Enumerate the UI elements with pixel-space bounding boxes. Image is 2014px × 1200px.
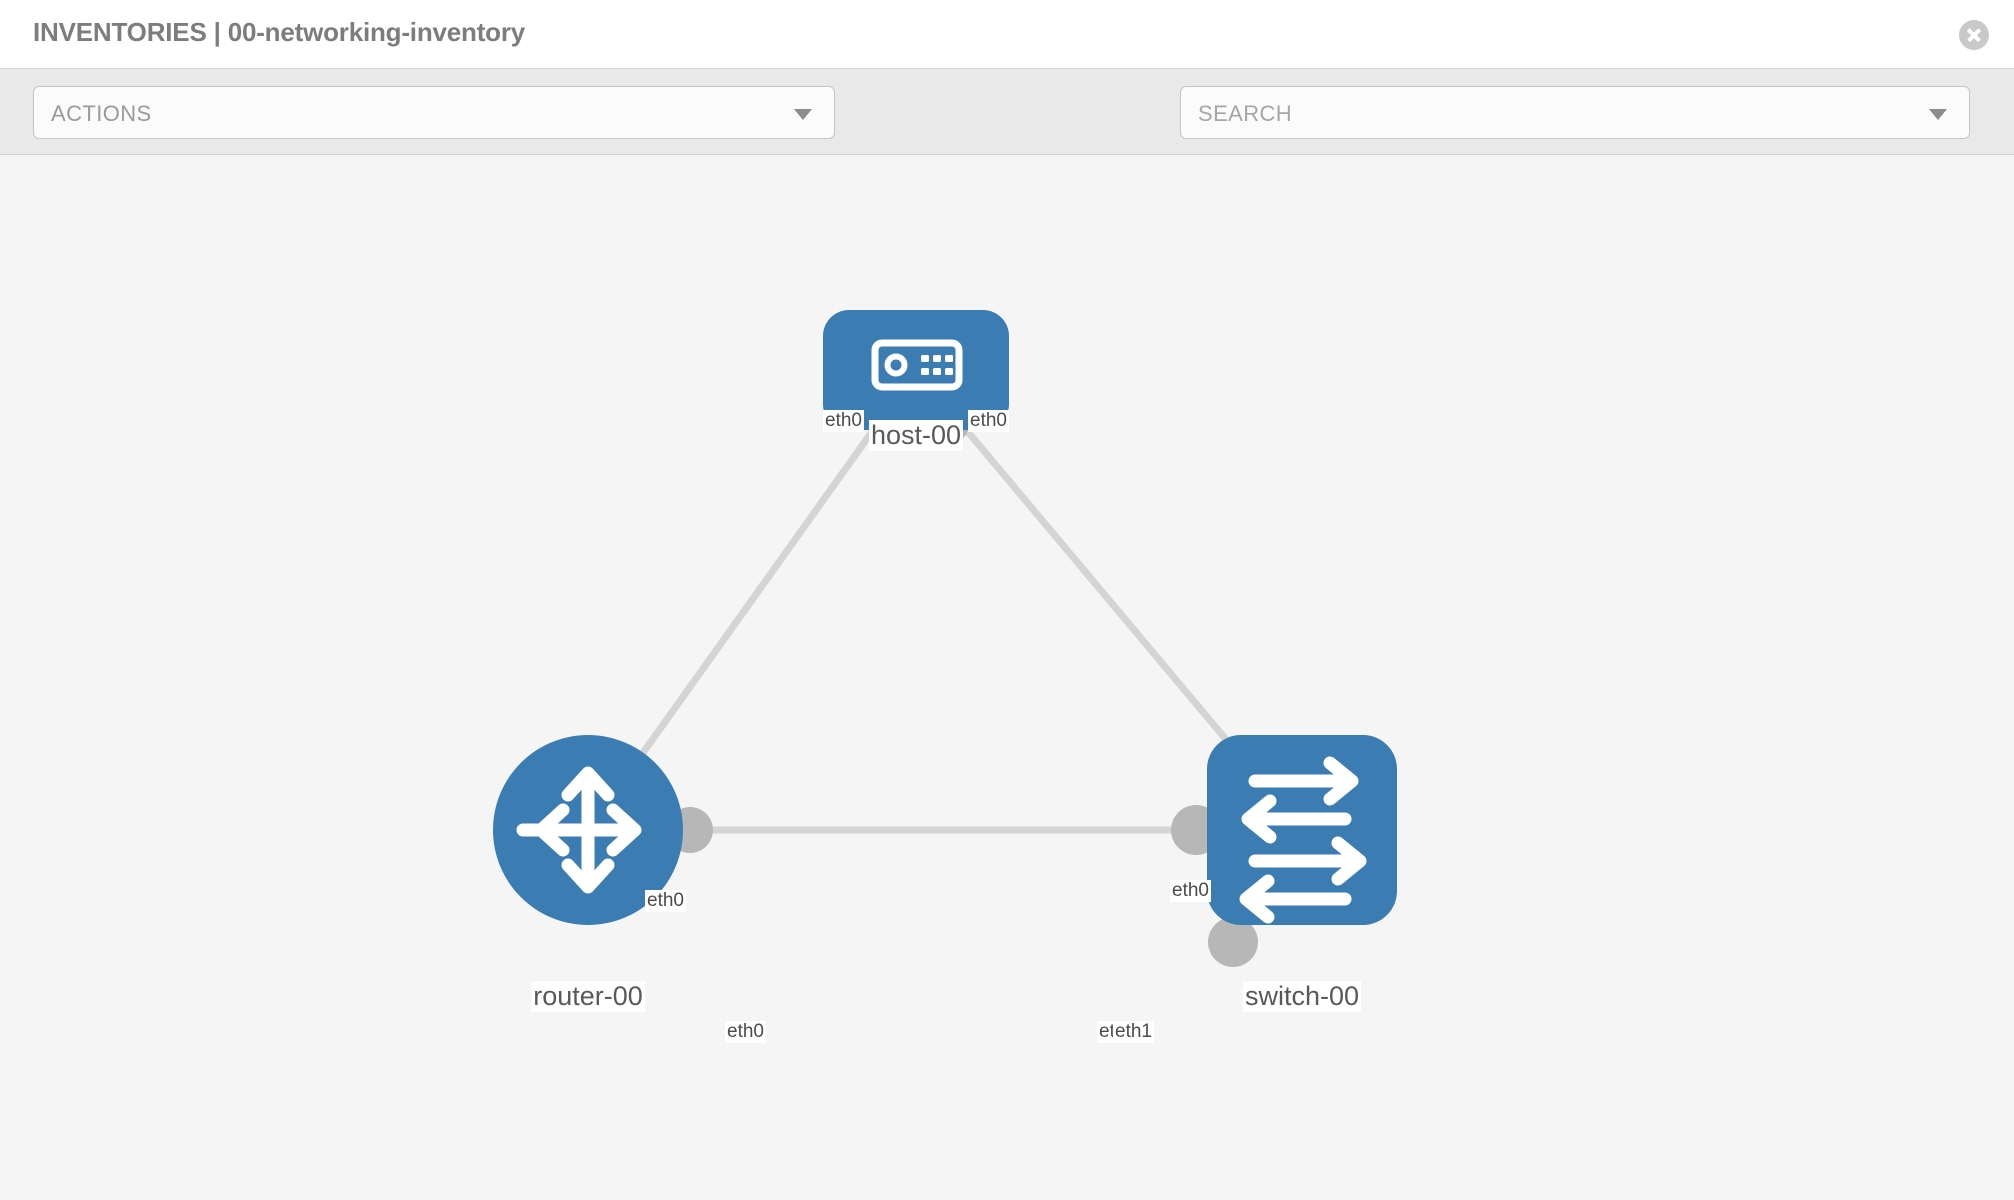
node-label-host: host-00 bbox=[868, 420, 964, 451]
node-router-00[interactable] bbox=[493, 735, 683, 925]
topology-graph bbox=[493, 310, 1397, 967]
actions-dropdown-label: ACTIONS bbox=[51, 101, 152, 126]
search-placeholder: SEARCH bbox=[1198, 101, 1293, 126]
node-label-switch: switch-00 bbox=[1242, 981, 1362, 1012]
iface-label-switch-eth0-uplink: eth0 bbox=[1170, 880, 1211, 902]
iface-label-router-eth0-uplink: eth0 bbox=[645, 890, 686, 912]
search-input[interactable]: SEARCH bbox=[1180, 86, 1970, 139]
router-arrows-icon bbox=[516, 766, 642, 894]
actions-dropdown[interactable]: ACTIONS bbox=[33, 86, 835, 139]
iface-label-router-eth0: eth0 bbox=[725, 1021, 766, 1043]
node-switch-00[interactable] bbox=[1207, 735, 1397, 925]
chevron-down-icon[interactable] bbox=[1929, 109, 1947, 120]
server-icon bbox=[871, 339, 963, 391]
iface-label-switch-eth1: eth1 bbox=[1113, 1021, 1154, 1043]
topology-canvas[interactable]: host-00 router-00 switch-00 eth0 eth0 et… bbox=[0, 155, 2014, 1200]
socket-switch-eth0[interactable] bbox=[1208, 917, 1258, 967]
node-label-router: router-00 bbox=[531, 981, 645, 1012]
node-host-00[interactable] bbox=[823, 310, 1009, 430]
toolbar: ACTIONS SEARCH bbox=[0, 69, 2014, 195]
switch-arrows-icon bbox=[1239, 756, 1367, 924]
page-header: INVENTORIES | 00-networking-inventory bbox=[0, 0, 2014, 69]
iface-label-host-eth0-left: eth0 bbox=[823, 410, 864, 432]
iface-label-host-eth0-right: eth0 bbox=[968, 410, 1009, 432]
chevron-down-icon bbox=[794, 109, 812, 120]
page-title: INVENTORIES | 00-networking-inventory bbox=[33, 17, 526, 47]
close-icon[interactable] bbox=[1959, 20, 1989, 50]
